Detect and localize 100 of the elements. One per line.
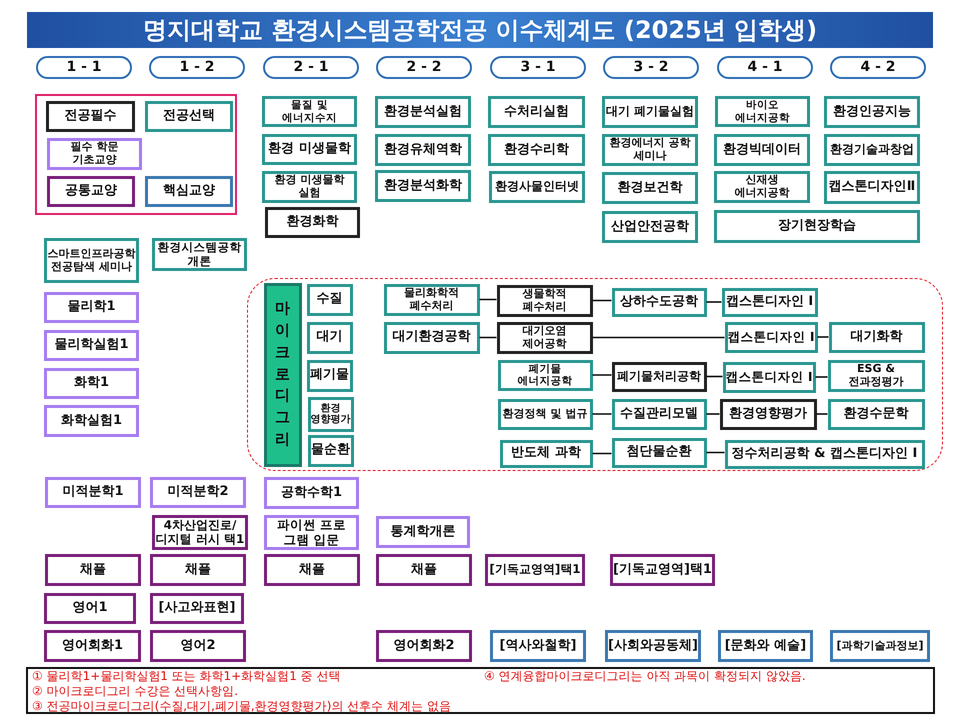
course-name: [사회와공동체] [608,638,698,654]
course-name: 수질관리모델 [620,406,698,422]
course-name: 공통교양 [65,184,117,199]
course-box [376,516,470,548]
connector-line [816,413,828,415]
course-box [828,322,924,352]
course-box [145,176,233,207]
course-box [488,96,585,128]
semester-name: 4 - 1 [747,59,783,76]
course-box [714,171,810,203]
course-name: [사고와표현] [158,601,236,616]
semester-label [376,56,472,79]
course-name: 대기 [316,330,342,345]
note-text: ④ 연계융합마이크로디그리는 아직 과목이 확정되지 않았음. [484,670,806,684]
course-box [150,554,246,586]
course-box [45,477,141,508]
course-name: 물리학실험1 [54,338,129,353]
course-box [724,322,818,352]
semester-name: 2 - 1 [293,59,329,76]
course-name: 환경분석화학 [384,178,462,194]
course-name: 캡스톤디자인 Ⅰ [726,294,814,310]
course-name: 수처리실험 [504,104,569,120]
course-box [602,211,698,243]
course-box [610,554,715,586]
course-box [724,440,924,468]
course-box [45,554,141,586]
course-name: 채플 [299,562,325,578]
semester-name: 1 - 2 [179,59,215,76]
course-name: 영어2 [180,638,216,654]
course-name: 폐기물처리공학 [617,370,701,384]
course-box [498,360,592,390]
course-box [376,554,472,586]
course-name: 물순환 [311,443,350,458]
course-box [375,170,471,202]
course-name: 바이오 에너지공학 [734,99,791,124]
course-name: 캡스톤디자인Ⅱ [828,180,916,195]
course-name: 대기환경공학 [392,330,470,345]
course-name: 환경사물인터넷 [495,180,579,194]
course-box [496,322,592,354]
course-box [714,210,920,243]
course-box [265,207,360,238]
course-box [47,176,135,207]
course-name: ESG & 전과정평가 [848,362,904,388]
course-box [824,134,920,166]
course-box [714,134,810,166]
course-box [498,398,592,430]
course-box [262,171,357,203]
course-name: 마이크로디그리 [274,298,291,450]
course-box [828,398,924,430]
course-box [824,96,920,128]
semester-name: 3 - 2 [633,59,669,76]
course-box [722,362,816,392]
course-name: 미적분학2 [167,485,229,500]
course-box [262,96,357,127]
course-name: 파이썬 프로 그램 입문 [276,518,348,547]
course-name: [기독교영역]택1 [613,562,712,578]
course-name: 환경인공지능 [833,104,911,120]
course-name: 환경유체역학 [384,142,462,158]
course-box [828,360,924,392]
course-name: 채플 [411,562,437,578]
course-name: 대기오염 제어공학 [522,324,568,350]
course-name: 물리학1 [67,300,116,315]
course-box [150,593,244,624]
note-text: ② 마이크로디그리 수강은 선택사항임. [32,685,238,699]
course-name: 채플 [80,562,106,578]
course-box [150,477,246,508]
course-name: 환경시스템공학 개론 [156,241,242,268]
course-box [605,630,701,662]
course-box [489,171,585,203]
course-name: 신재생 에너지공학 [734,174,790,200]
connector-line [706,301,722,303]
course-box [602,134,698,166]
course-name: 생물학적 폐수처리 [522,288,568,314]
semester-name: 2 - 2 [406,59,442,76]
microdegree-region [247,278,943,471]
course-box [44,292,139,323]
course-box [44,405,139,437]
semester-label [263,56,359,79]
course-name: 미적분학1 [62,485,124,500]
course-name: 물질 및 에너지수지 [281,99,338,124]
course-box [306,322,352,354]
course-box [496,284,592,316]
course-box [264,515,359,550]
course-name: 영어회화2 [393,638,455,654]
course-box [718,630,813,662]
course-name: 장기현장학습 [778,219,856,234]
course-name: 통계학개론 [390,524,456,540]
connector-line [816,376,828,378]
course-box [376,630,472,662]
course-box [306,284,352,316]
semester-label [830,56,926,79]
course-name: 핵심교양 [163,184,215,199]
connector-line [706,452,724,454]
course-name: [과학기술과정보] [836,640,924,652]
course-name: 캡스톤디자인 Ⅰ [728,330,814,344]
title: 명지대학교 환경시스템공학전공 이수체계도 (2025년 입학생) [142,15,818,46]
course-box [485,554,585,586]
course-box [44,593,136,624]
course-name: 첨단물순환 [626,445,692,460]
note-text: ① 물리학1+물리학실험1 또는 화학1+화학실험1 중 선택 [32,670,340,684]
